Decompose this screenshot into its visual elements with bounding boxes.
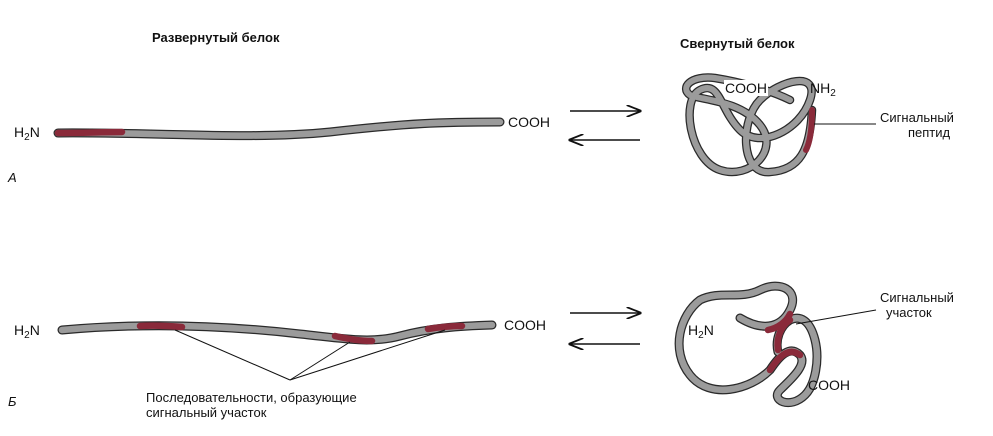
c-terminus-label-b: COOH xyxy=(504,317,546,333)
panel-letter-b: Б xyxy=(8,394,17,409)
signal-segment-b1 xyxy=(136,322,186,331)
signal-region-folded-b3 xyxy=(774,316,794,354)
folded-protein-header: Свернутый белок xyxy=(680,36,795,51)
unfolded-chain-b xyxy=(57,320,497,345)
n-terminus-label-a: H2N xyxy=(14,124,40,143)
caption-pointer-lines xyxy=(174,329,446,381)
signal-segment-b3 xyxy=(424,322,466,333)
n-terminus-label-b: H2N xyxy=(14,322,40,341)
signal-peptide-segment-folded-a xyxy=(803,107,815,153)
c-terminus-label-a: COOH xyxy=(508,114,550,130)
folded-cooh-label-a: COOH xyxy=(724,80,768,96)
unfolded-protein-header: Развернутый белок xyxy=(152,30,280,45)
signal-region-leader-line xyxy=(795,309,877,325)
unfolded-chain-a xyxy=(53,117,505,141)
folded-cooh-label-b: COOH xyxy=(808,377,850,393)
folded-protein-a xyxy=(682,73,817,177)
folded-nh2-label-a: NH2 xyxy=(810,80,836,99)
folded-protein-b xyxy=(674,281,822,408)
folded-h2n-label-b: H2N xyxy=(688,322,714,341)
panel-letter-a: А xyxy=(8,170,17,185)
signal-peptide-segment-a xyxy=(54,128,126,137)
signal-region-folded-b2 xyxy=(766,348,804,374)
signal-segment-b2 xyxy=(331,332,376,345)
